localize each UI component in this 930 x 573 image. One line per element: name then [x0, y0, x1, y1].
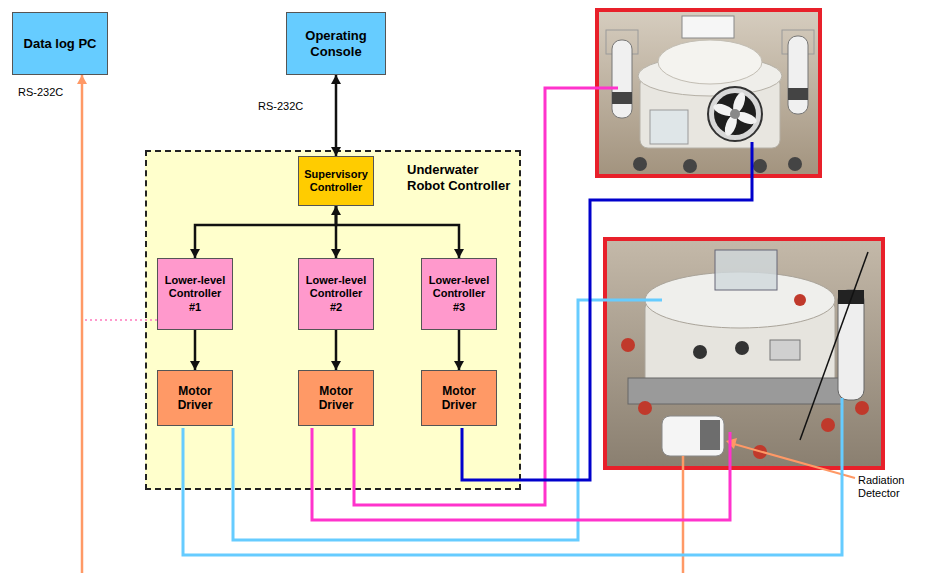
robot-photo-lower [638, 401, 652, 415]
supervisory-box: Supervisory Controller [298, 156, 374, 206]
connector [331, 75, 341, 156]
region-title: Underwater Robot Controller [407, 162, 515, 193]
connector-line [82, 319, 157, 321]
robot-photo-lower [621, 338, 635, 352]
robot-photo-lower [838, 290, 864, 400]
robot-photo-upper [788, 88, 808, 100]
connector-line [336, 206, 459, 258]
connector-line [195, 206, 336, 258]
robot-photo-upper [708, 87, 762, 141]
detector-leader [734, 444, 855, 478]
robot-photo-upper [612, 40, 632, 118]
arrowhead [331, 249, 341, 258]
arrowhead [190, 361, 200, 370]
interface-label: RS-232C [18, 86, 63, 99]
motor-cable [354, 88, 618, 505]
motor-cable [183, 398, 842, 555]
robot-photo-upper [682, 16, 734, 38]
driver-box: Motor Driver [157, 370, 233, 426]
robot-photo-upper [730, 109, 740, 119]
connector [331, 330, 341, 370]
arrowhead [454, 249, 464, 258]
arrowhead [190, 249, 200, 258]
robot-photo-lower [735, 341, 749, 355]
box-label: Motor Driver [162, 384, 228, 413]
connector [454, 330, 464, 370]
driver-box: Motor Driver [421, 370, 497, 426]
connector [190, 206, 336, 258]
controller-box: Lower-level Controller #3 [421, 258, 497, 330]
robot-photo-lower [821, 418, 835, 432]
robot-photo-lower [693, 345, 707, 359]
connector [190, 330, 200, 370]
robot-photo-lower [794, 294, 806, 306]
connector-line [335, 75, 338, 156]
box-label: Operating Console [291, 28, 381, 59]
connector [336, 206, 464, 258]
box-label: Data log PC [17, 36, 103, 52]
box-label: Motor Driver [303, 384, 369, 413]
motor-cable [183, 88, 842, 555]
robot-photo-upper [597, 10, 820, 176]
driver-box: Motor Driver [298, 370, 374, 426]
robot-photo-lower [770, 340, 800, 360]
detector-signal-line [81, 320, 84, 573]
robot-photo-upper [788, 36, 808, 114]
robot-photo-upper [753, 159, 767, 173]
pc-box: Data log PC [12, 12, 108, 75]
robot-photo-lower [662, 416, 724, 456]
arrowhead [331, 361, 341, 370]
motor-cable [462, 142, 752, 480]
box-label: Lower-level Controller #1 [162, 274, 228, 314]
controller-box: Lower-level Controller #2 [298, 258, 374, 330]
connector-line [81, 75, 84, 320]
box-label: Lower-level Controller #2 [303, 274, 369, 314]
box-label: Motor Driver [426, 384, 492, 413]
connector [77, 75, 157, 320]
robot-photo-lower [855, 401, 869, 415]
arrowhead [77, 75, 87, 84]
robot-photo-upper [633, 157, 647, 171]
robot-photo-upper [597, 10, 820, 176]
console-box: Operating Console [286, 12, 386, 75]
arrowhead [454, 361, 464, 370]
arrowhead [331, 147, 341, 156]
interface-label: RS-232C [258, 100, 303, 113]
arrowhead [331, 75, 341, 84]
robot-photo-upper [612, 92, 632, 104]
robot-photo-lower [800, 252, 868, 440]
callout-label: Radiation Detector [858, 474, 920, 500]
robot-photo-upper [683, 159, 697, 173]
detector-leader [726, 438, 855, 478]
robot-photo-upper [650, 110, 688, 144]
robot-photo-upper [658, 40, 762, 84]
robot-photo-upper [714, 93, 756, 135]
box-label: Supervisory Controller [303, 168, 369, 194]
robot-photo-lower [700, 420, 720, 450]
robot-photo-lower [715, 250, 777, 290]
controller-box: Lower-level Controller #1 [157, 258, 233, 330]
controller-region: Underwater Robot Controller Supervisory C… [145, 150, 521, 490]
box-label: Lower-level Controller #3 [426, 274, 492, 314]
robot-photo-lower [628, 378, 842, 404]
robot-photo-upper [788, 157, 802, 171]
